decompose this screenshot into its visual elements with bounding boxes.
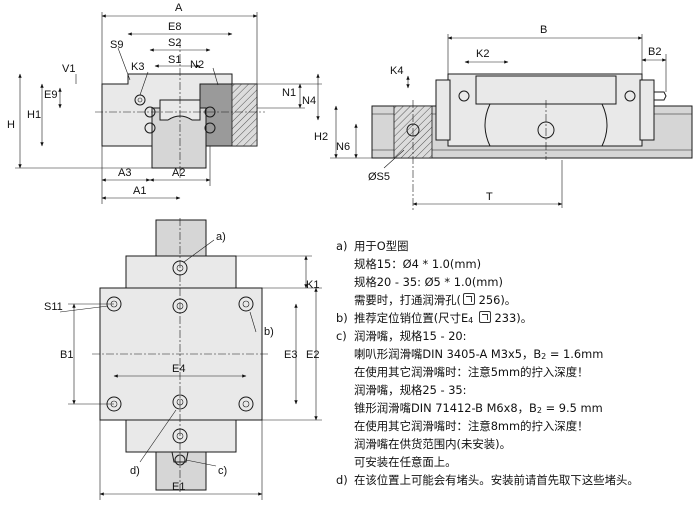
front-view [15, 12, 322, 204]
label-H1: H1 [27, 109, 41, 121]
label-E9: E9 [44, 89, 57, 101]
label-K2: K2 [476, 48, 489, 60]
note-c-title: c)润滑嘴，规格15 - 20: [336, 329, 467, 343]
label-N1: N1 [282, 87, 296, 99]
note-a-title: a)用于O型圈 [336, 239, 409, 253]
label-H: H [7, 119, 15, 131]
side-view [330, 34, 693, 210]
label-N6: N6 [336, 141, 350, 153]
note-c-line5: 在使用其它润滑嘴时：注意8mm的拧入深度！ [354, 419, 589, 433]
note-b: b)推荐定位销位置(尺寸E4 233)。 [336, 311, 533, 325]
label-c: c) [218, 465, 227, 477]
label-a: a) [216, 231, 226, 243]
label-S1-front: S1 [168, 54, 181, 66]
label-H2: H2 [314, 131, 328, 143]
note-a-line2: 规格20 - 35: Ø5 * 1.0(mm) [354, 275, 503, 289]
label-K3: K3 [131, 61, 144, 73]
label-K1: K1 [306, 279, 319, 291]
label-B1: B1 [60, 349, 73, 361]
label-A2: A2 [172, 167, 185, 179]
label-S9: S9 [110, 39, 123, 51]
label-S11: S11 [44, 301, 63, 313]
label-E2: E2 [306, 349, 319, 361]
label-E3: E3 [284, 349, 297, 361]
note-c-line2: 在使用其它润滑嘴时：注意5mm的拧入深度！ [354, 365, 589, 379]
label-A3: A3 [118, 167, 131, 179]
note-d: d)在该位置上可能会有堵头。安装前请首先取下这些堵头。 [336, 473, 639, 487]
label-S5: ØS5 [368, 171, 390, 183]
page-reference-icon [478, 311, 491, 323]
label-A1: A1 [133, 185, 146, 197]
label-N2: N2 [190, 59, 204, 71]
page-reference-icon [462, 293, 475, 305]
note-c-line7: 可安装在任意面上。 [354, 455, 457, 469]
label-V1: V1 [62, 63, 75, 75]
label-N4: N4 [302, 95, 316, 107]
label-S2-front: S2 [168, 37, 181, 49]
top-view [59, 218, 322, 500]
note-c-line1: 喇叭形润滑嘴DIN 3405-A M3x5，B2 = 1.6mm [354, 347, 604, 361]
label-d: d) [130, 465, 140, 477]
label-E4: E4 [172, 363, 185, 375]
label-B2: B2 [648, 46, 661, 58]
note-c-line3: 润滑嘴，规格25 - 35: [354, 383, 467, 397]
label-K4: K4 [390, 65, 403, 77]
note-c-line4: 锥形润滑嘴DIN 71412-B M6x8，B2 = 9.5 mm [354, 401, 603, 415]
note-a-label: a) [336, 239, 348, 253]
label-A: A [175, 2, 183, 14]
note-c-line6: 润滑嘴在供货范围内(未安装)。 [354, 437, 511, 451]
note-a-line3: 需要时，打通润滑孔( 256)。 [354, 293, 517, 307]
label-b: b) [264, 326, 274, 338]
label-E1: E1 [172, 481, 185, 493]
label-B: B [540, 24, 547, 36]
note-a-line1: 规格15：Ø4 * 1.0(mm) [354, 257, 482, 271]
label-E8: E8 [168, 21, 181, 33]
label-T: T [486, 191, 493, 203]
